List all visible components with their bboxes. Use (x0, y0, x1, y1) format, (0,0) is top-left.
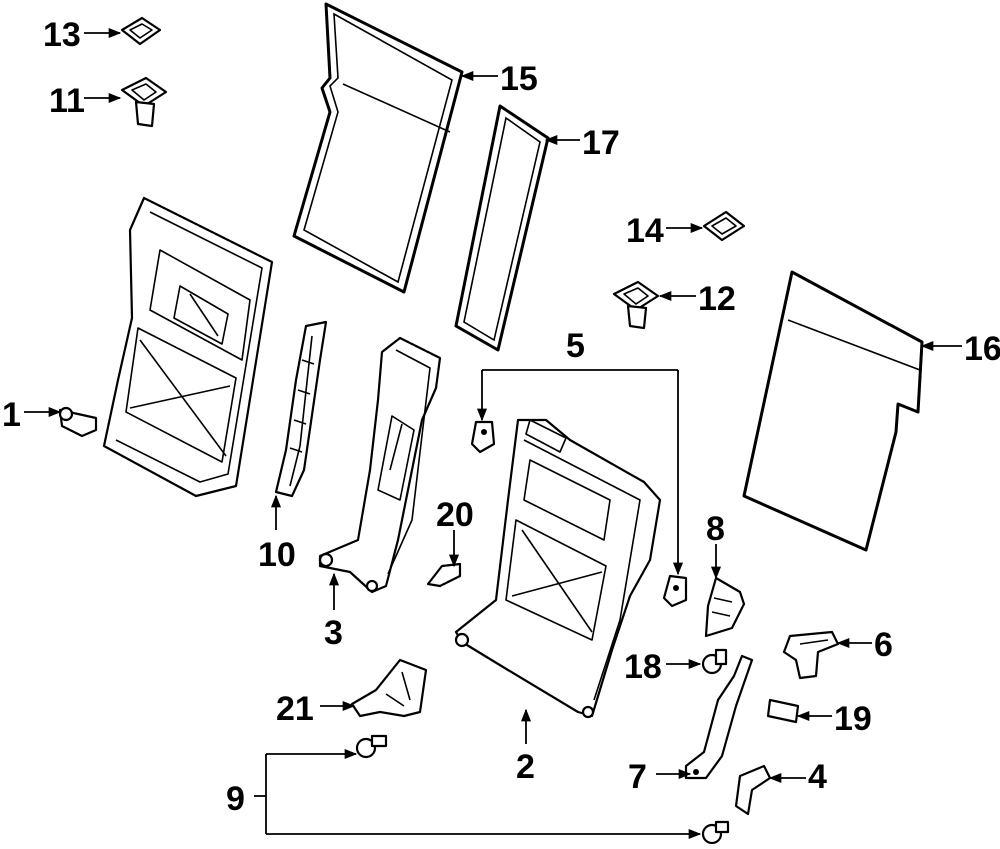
part-9-bolt-b (701, 820, 730, 845)
part-5-clip-b (662, 574, 688, 608)
part-16-pad (742, 270, 924, 552)
part-15-pad (292, 2, 464, 294)
callout-13: 13 (43, 16, 81, 54)
callout-8: 8 (706, 510, 725, 548)
callout-6: 6 (874, 626, 893, 664)
part-9-bolt-a (355, 734, 388, 759)
part-14-cap (702, 210, 746, 242)
part-8-panel (704, 576, 746, 638)
part-21-bracket (350, 658, 428, 718)
callout-7: 7 (628, 758, 647, 796)
callout-3: 3 (324, 614, 343, 652)
part-6-hinge (782, 630, 840, 680)
callout-10: 10 (258, 536, 296, 574)
part-11-guide (120, 76, 168, 128)
callout-16: 16 (964, 330, 1000, 368)
part-5-clip-a (470, 420, 496, 454)
part-19-clip (766, 698, 800, 724)
part-17-pad (454, 104, 550, 352)
part-1-frame (58, 196, 274, 498)
callout-15: 15 (500, 60, 538, 98)
callout-4: 4 (808, 758, 827, 796)
callout-20: 20 (436, 496, 474, 534)
callout-11: 11 (49, 82, 85, 120)
callout-14: 14 (626, 212, 664, 250)
part-7-bracket (684, 654, 754, 780)
callout-12: 12 (698, 280, 736, 318)
callout-2: 2 (516, 748, 535, 786)
callout-21: 21 (276, 690, 314, 728)
callout-1: 1 (2, 396, 21, 434)
callout-17: 17 (582, 124, 620, 162)
callout-19: 19 (834, 700, 872, 738)
part-13-cap (120, 16, 162, 46)
callout-18: 18 (624, 648, 662, 686)
callout-9: 9 (226, 780, 245, 818)
part-10-trim (274, 320, 328, 498)
leader-lines (24, 27, 962, 840)
part-12-guide (612, 280, 660, 330)
part-18-bolt (701, 648, 728, 675)
part-3-frame (318, 336, 442, 594)
part-20-clip (426, 562, 462, 588)
callout-5: 5 (566, 327, 585, 365)
part-2-frame (454, 418, 662, 719)
part-4-bracket (734, 764, 772, 816)
